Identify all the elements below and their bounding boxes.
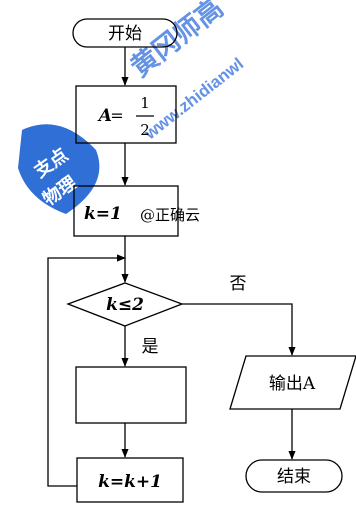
assign-k-box (73, 185, 179, 237)
condition-label: k≤2 (106, 295, 144, 315)
assign-a-denominator: 2 (140, 121, 150, 139)
end-label: 结束 (277, 467, 311, 487)
assign-a-var: A (97, 106, 112, 126)
no-label: 否 (230, 274, 247, 294)
output-label: 输出A (269, 374, 316, 394)
yes-label: 是 (142, 337, 159, 357)
arrow-no-branch (182, 303, 296, 356)
assign-a-equals: = (110, 106, 123, 125)
output-parallelogram (229, 355, 356, 410)
assign-a-numerator: 1 (140, 94, 150, 112)
arrow-loop-back (47, 254, 126, 487)
assign-a-box (75, 85, 177, 144)
increment-box (76, 457, 184, 503)
stamp-shape (18, 124, 100, 214)
credit-mark: @正确云 (140, 206, 200, 224)
end-terminator (245, 459, 343, 493)
assign-k-label: k=1 (84, 204, 122, 224)
start-label: 开始 (108, 24, 142, 44)
stamp-logo: 支点 物理 (18, 124, 100, 214)
increment-label: k=k+1 (98, 472, 162, 492)
blank-step-box (75, 366, 187, 424)
